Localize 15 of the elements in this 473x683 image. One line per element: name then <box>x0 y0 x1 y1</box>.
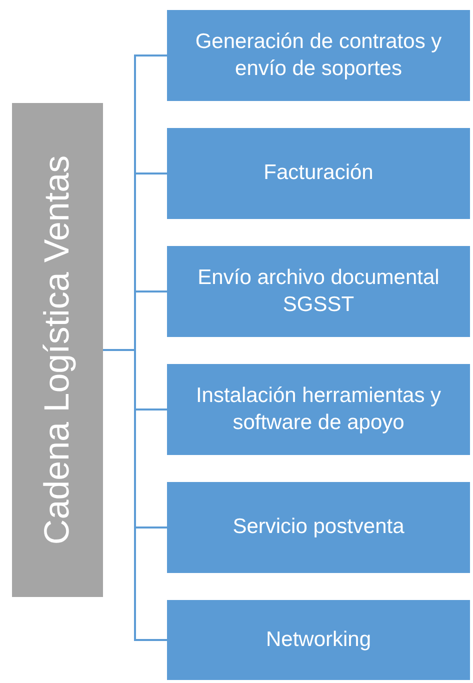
box-label: Networking <box>264 626 372 653</box>
box-label: Facturación <box>262 160 374 186</box>
title-bar <box>12 103 103 597</box>
process-box <box>167 246 470 337</box>
box-label: Envío archivo documental SGSST <box>196 265 440 318</box>
box-label: Servicio postventa <box>232 514 406 540</box>
process-box <box>167 10 470 101</box>
box-label: Instalación herramientas y software de apoyo <box>194 383 442 436</box>
process-box <box>167 482 470 573</box>
process-box <box>167 364 470 455</box>
connector-line <box>103 349 167 641</box>
vertical-title: Cadena Logística Ventas <box>38 155 78 545</box>
process-box <box>167 128 470 219</box>
process-box <box>167 600 470 680</box>
box-label: Generación de contratos y envío de soportes <box>194 29 443 82</box>
